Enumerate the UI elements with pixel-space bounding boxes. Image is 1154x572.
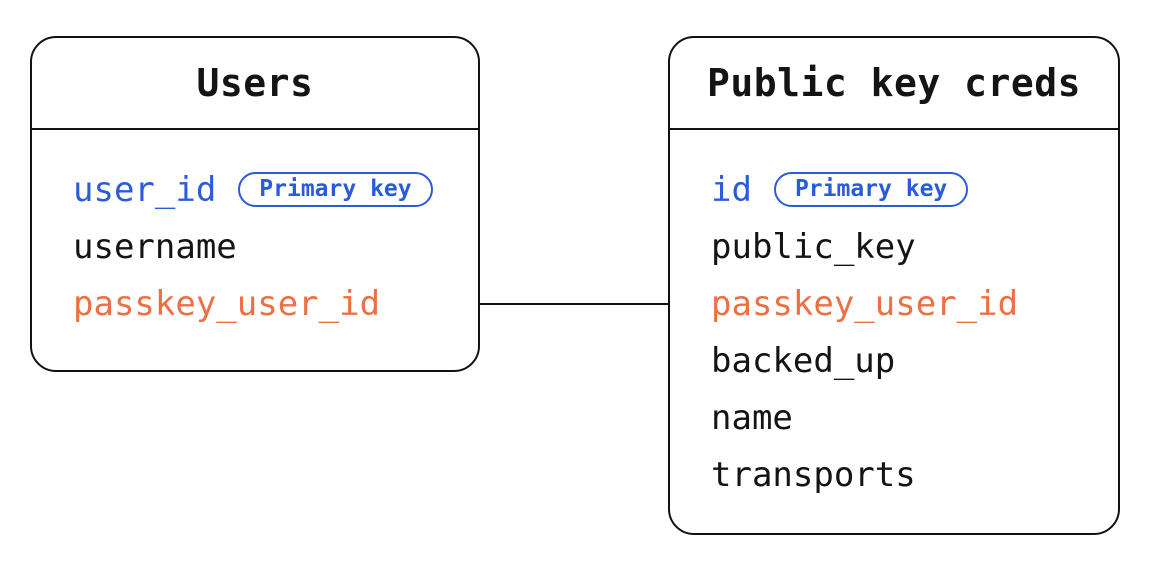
- primary-key-badge: Primary key: [238, 172, 433, 207]
- field-username: username: [32, 218, 478, 275]
- field-name: username: [73, 226, 237, 267]
- field-name: user_id: [73, 169, 217, 210]
- field-name: passkey_user_id: [711, 283, 1019, 324]
- field-id: id Primary key: [670, 161, 1118, 218]
- field-passkey-user-id: passkey_user_id: [670, 275, 1118, 332]
- field-name-row: name: [670, 389, 1118, 446]
- table-public-key-creds-fields: id Primary key public_key passkey_user_i…: [670, 130, 1118, 503]
- field-name: transports: [711, 454, 916, 495]
- field-name: passkey_user_id: [73, 283, 381, 324]
- relationship-line: [480, 303, 668, 305]
- field-user-id: user_id Primary key: [32, 161, 478, 218]
- table-public-key-creds: Public key creds id Primary key public_k…: [668, 36, 1120, 535]
- field-name: public_key: [711, 226, 916, 267]
- table-public-key-creds-header: Public key creds: [670, 38, 1118, 130]
- field-backed-up: backed_up: [670, 332, 1118, 389]
- table-title: Public key creds: [706, 61, 1082, 105]
- field-name: name: [711, 397, 793, 438]
- table-users-fields: user_id Primary key username passkey_use…: [32, 130, 478, 332]
- table-users: Users user_id Primary key username passk…: [30, 36, 480, 372]
- field-public-key: public_key: [670, 218, 1118, 275]
- table-users-header: Users: [32, 38, 478, 130]
- field-name: backed_up: [711, 340, 896, 381]
- field-name: id: [711, 169, 752, 210]
- primary-key-badge: Primary key: [773, 172, 969, 207]
- field-passkey-user-id: passkey_user_id: [32, 275, 478, 332]
- table-title: Users: [196, 61, 314, 105]
- field-transports: transports: [670, 446, 1118, 503]
